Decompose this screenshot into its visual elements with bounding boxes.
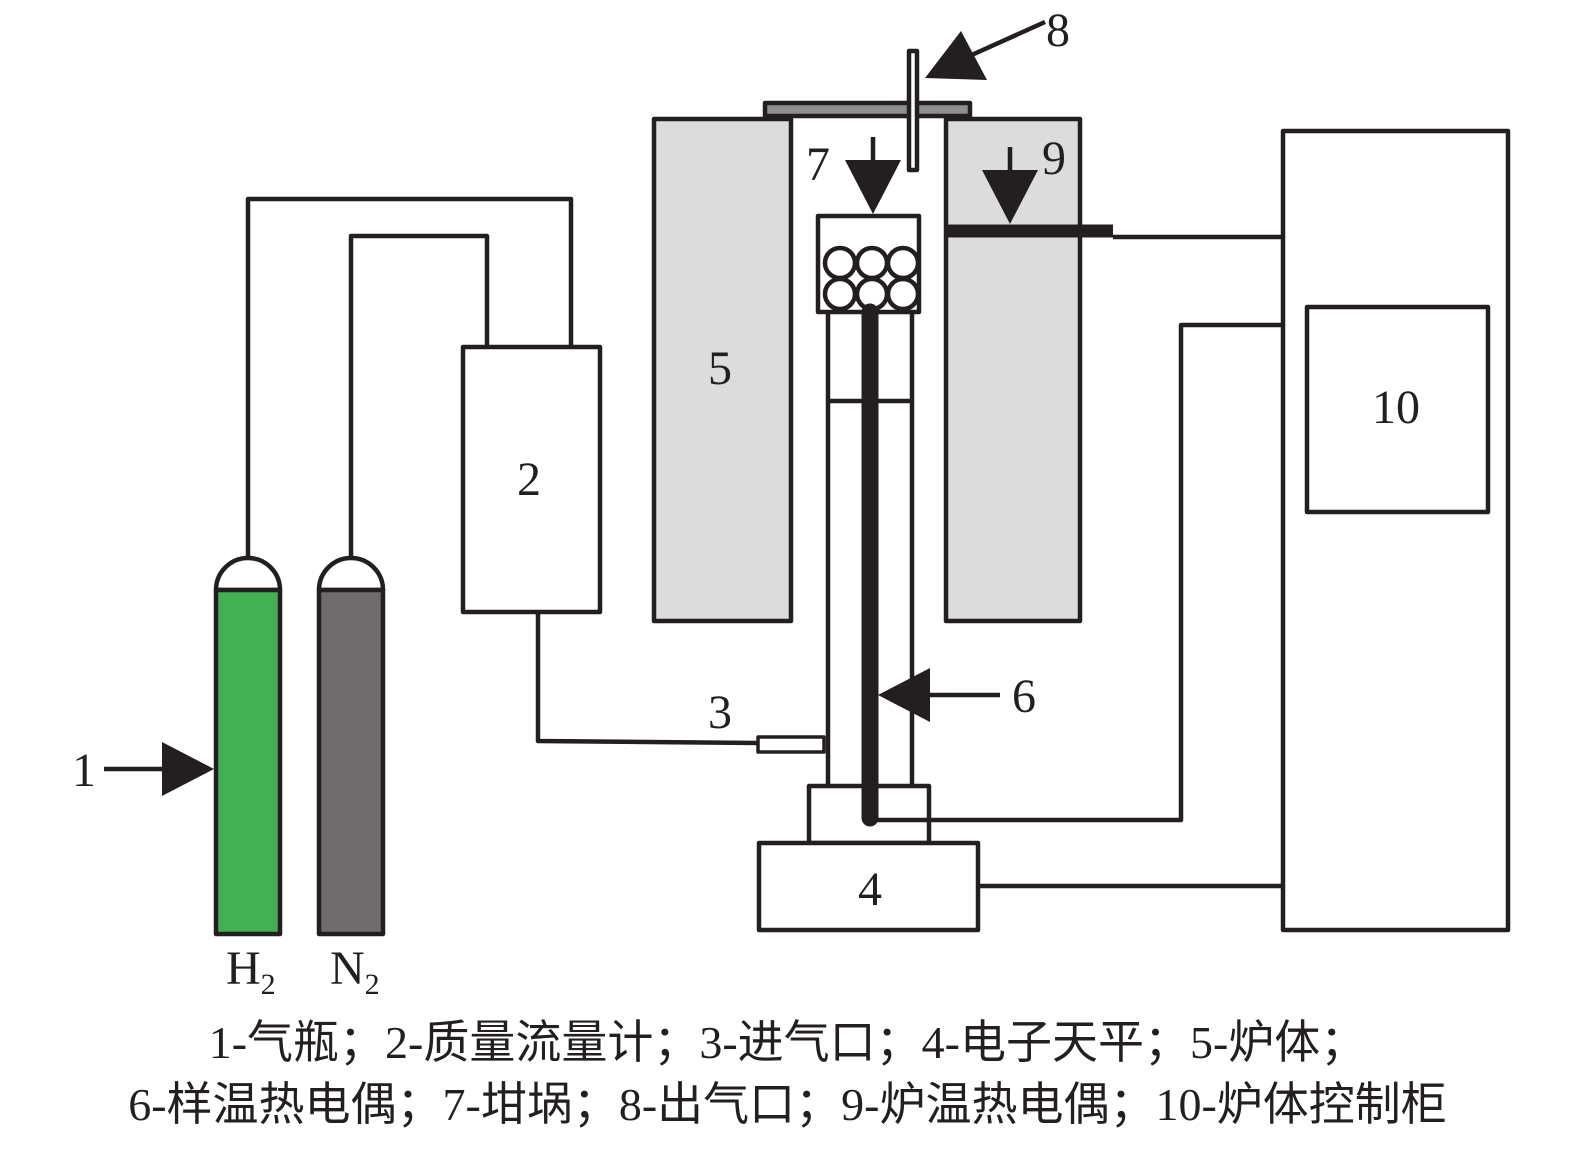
label-3: 3 (708, 686, 732, 739)
caption-line-2: 6-样温热电偶；7-坩埚；8-出气口；9-炉温热电偶；10-炉体控制柜 (128, 1079, 1447, 1130)
furnace-control-cabinet (1280, 128, 1511, 933)
h2-cylinder-cap (213, 555, 283, 593)
furnace-lid (762, 100, 973, 119)
arrow-9-icon (982, 147, 1038, 224)
label-4: 4 (858, 863, 882, 916)
label-5: 5 (708, 342, 732, 395)
control-panel (1304, 304, 1491, 515)
n2-cylinder (316, 587, 386, 937)
label-1: 1 (72, 744, 96, 797)
furnace-left-block (651, 116, 794, 624)
inlet-gas-line (535, 612, 759, 746)
mass-flow-meter (460, 344, 603, 615)
crucible-sample-particles (822, 245, 921, 312)
arrow-7-icon (845, 137, 901, 214)
h2-label: H2 (226, 942, 276, 1001)
apparatus-diagram: 1 2 3 4 5 6 7 8 9 10 H2 N2 (72, 4, 1511, 1001)
h2-gas-line (245, 196, 574, 558)
inlet-port (756, 735, 826, 754)
label-9: 9 (1042, 132, 1066, 185)
sample-thermocouple-wire (870, 322, 1283, 823)
n2-label: N2 (330, 942, 380, 1001)
outlet-tube (906, 48, 920, 173)
label-2: 2 (517, 453, 541, 506)
label-10: 10 (1372, 381, 1420, 434)
label-6: 6 (1012, 670, 1036, 723)
electronic-balance (756, 840, 981, 933)
n2-gas-line (348, 233, 490, 558)
caption-line-1: 1-气瓶；2-质量流量计；3-进气口；4-电子天平；5-炉体； (208, 1017, 1367, 1068)
n2-cylinder-cap (316, 555, 386, 593)
h2-cylinder (213, 587, 283, 937)
label-8: 8 (1046, 4, 1070, 57)
arrow-1-icon (104, 742, 214, 796)
label-7: 7 (806, 138, 830, 191)
arrow-6-icon (878, 668, 1000, 722)
arrow-8-icon (925, 19, 1046, 80)
